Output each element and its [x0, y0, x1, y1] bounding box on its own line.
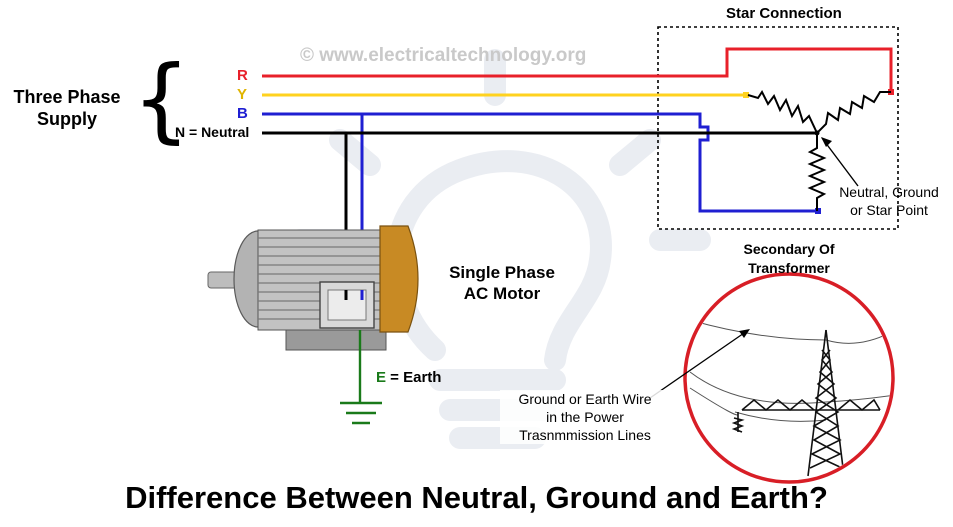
r-phase-wire: [262, 47, 893, 92]
star-point-line2: or Star Point: [850, 202, 928, 218]
watermark-text: © www.electricaltechnology.org: [300, 45, 587, 66]
earth-label: E = Earth: [376, 369, 441, 386]
transformer-line1: Secondary Of: [743, 241, 835, 257]
b-phase-label: B: [237, 105, 248, 122]
ground-symbol-icon: [340, 401, 382, 425]
star-point-label: Neutral, Ground or Star Point: [828, 183, 950, 219]
transmission-tower-illustration: [683, 272, 895, 484]
y-terminal: [743, 92, 749, 98]
star-connection-title: Star Connection: [726, 5, 842, 22]
star-point-pointer: [821, 137, 859, 187]
transformer-line2: Transformer: [748, 260, 830, 276]
earth-wire-line3: Trasnmmission Lines: [519, 427, 651, 443]
motor-image: [207, 225, 419, 351]
supply-title-line2: Supply: [36, 109, 97, 129]
supply-brace: {: [132, 46, 191, 153]
earth-wire-pointer: [649, 330, 748, 399]
earth-wire-line2: in the Power: [546, 409, 624, 425]
earth-wire-arrowhead: [739, 329, 750, 338]
r-phase-label: R: [237, 67, 248, 84]
earth-wire-line1: Ground or Earth Wire: [518, 391, 652, 407]
motor-label-line1: Single Phase: [449, 263, 555, 282]
three-phase-supply-label: Three Phase Supply: [2, 86, 132, 130]
page-title: Difference Between Neutral, Ground and E…: [125, 480, 828, 515]
star-point-arrowhead: [821, 137, 832, 147]
star-point-node: [814, 130, 820, 136]
transformer-label: Secondary Of Transformer: [722, 240, 856, 278]
neutral-label: N = Neutral: [175, 124, 250, 140]
motor-label: Single Phase AC Motor: [434, 262, 570, 304]
earth-letter: E: [376, 369, 387, 386]
supply-title-line1: Three Phase: [13, 87, 121, 107]
star-windings: [747, 90, 891, 211]
motor-label-line2: AC Motor: [463, 284, 541, 303]
earth-wire-label: Ground or Earth Wire in the Power Trasnm…: [500, 390, 670, 444]
earth-text: = Earth: [386, 369, 442, 386]
star-connection-box: [657, 26, 899, 230]
y-phase-label: Y: [237, 86, 248, 103]
star-point-line1: Neutral, Ground: [839, 184, 939, 200]
